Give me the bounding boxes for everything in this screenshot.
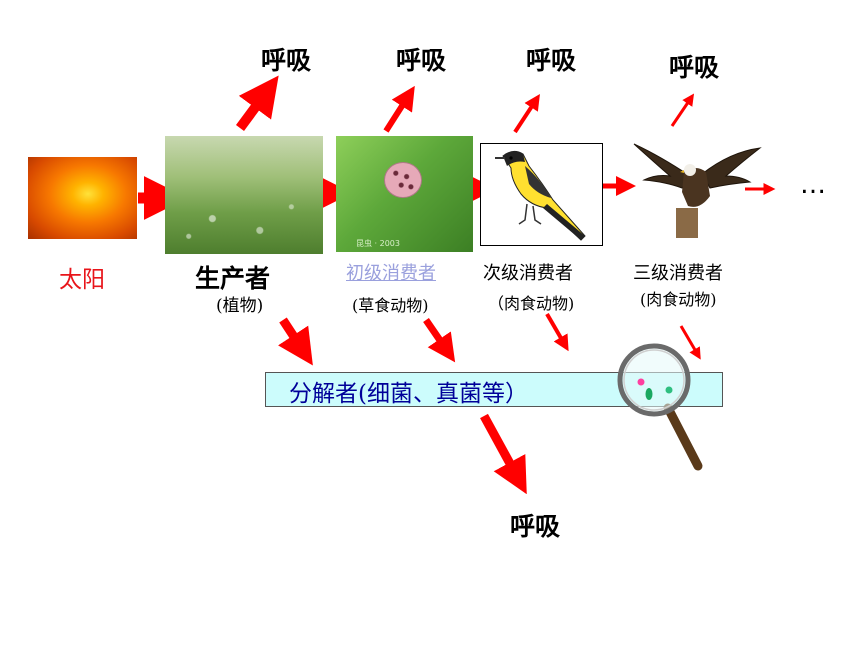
arrow-decomposer-respiration (480, 413, 527, 495)
sun-label: 太阳 (59, 267, 105, 293)
respiration-label-tertiary: 呼吸 (669, 53, 720, 82)
primary-consumer-note: (草食动物) (352, 296, 429, 315)
secondary-consumer-note: （肉食动物) (488, 294, 575, 313)
respiration-label-producer: 呼吸 (261, 46, 312, 75)
respiration-label-secondary: 呼吸 (526, 46, 577, 75)
decomposer-label: 分解者(细菌、真菌等） (289, 381, 528, 407)
eagle-icon (633, 143, 762, 238)
respiration-label-primary: 呼吸 (396, 46, 447, 75)
respiration-label-decomposer: 呼吸 (510, 512, 561, 541)
arrow-tertiary-respiration (670, 93, 695, 127)
wagtail-bird-image (480, 143, 603, 246)
continuation-dots: … (800, 170, 827, 200)
primary-consumer-label[interactable]: 初级消费者 (346, 263, 436, 284)
producer-label: 生产者 (195, 264, 271, 293)
arrow-primary-respiration (383, 85, 415, 133)
sun-image (28, 157, 137, 239)
tertiary-consumer-note: (肉食动物) (640, 290, 717, 309)
producer-note: (植物) (216, 296, 264, 316)
eagle-image (630, 136, 765, 240)
arrow-producer-to-decomposer (278, 317, 313, 366)
secondary-consumer-label: 次级消费者 (483, 263, 573, 284)
grass-image (165, 136, 323, 254)
arrow-secondary-to-decomposer (545, 312, 569, 352)
arrow-secondary-respiration (513, 93, 540, 134)
magnifying-glass-icon (617, 343, 703, 471)
tertiary-consumer-label: 三级消费者 (633, 263, 723, 284)
arrow-producer-respiration (235, 75, 279, 131)
bird-icon (495, 150, 586, 241)
beetle-icon (384, 162, 422, 198)
arrow-primary-to-decomposer (423, 318, 456, 363)
image-watermark-stamp: 昆虫 · 2003 (356, 239, 400, 248)
